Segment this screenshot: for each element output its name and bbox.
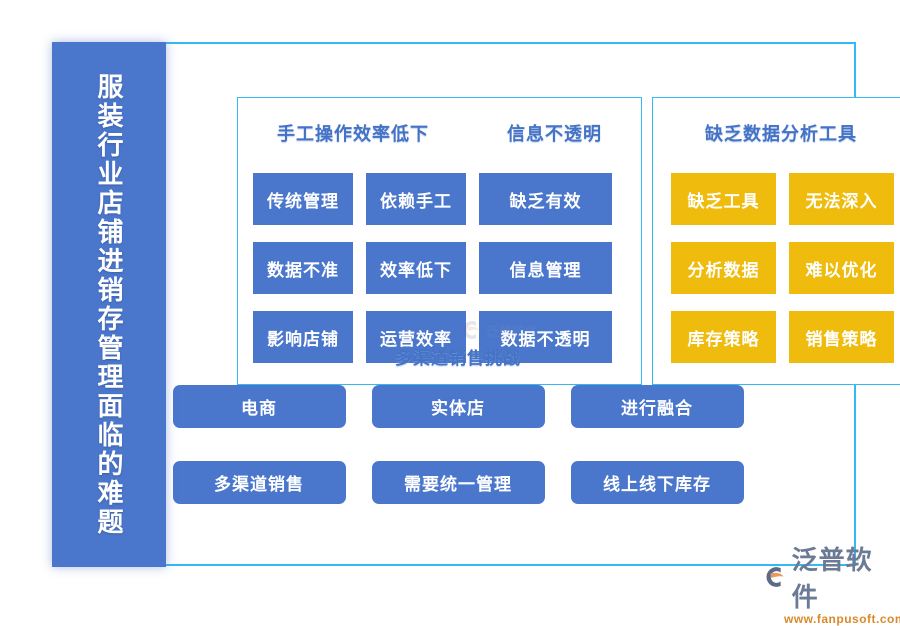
card-unified-management[interactable]: 需要统一管理 (371, 461, 545, 504)
card-affect-store[interactable]: 影响店铺 (253, 311, 353, 363)
bottom-card-grid: 电商 实体店 进行融合 多渠道销售 需要统一管理 线上线下库存 (62, 385, 854, 504)
card-rely-on-manual[interactable]: 依赖手工 (366, 173, 466, 225)
left-card-grid: 传统管理 依赖手工 缺乏有效 数据不准 效率低下 信息管理 影响店铺 运营效率 … (253, 173, 628, 363)
panel-right-heading-row: 缺乏数据分析工具 (653, 120, 900, 146)
card-physical-store[interactable]: 实体店 (371, 385, 545, 428)
card-ecommerce[interactable]: 电商 (172, 385, 346, 428)
panel-lack-analysis-tools: 缺乏数据分析工具 缺乏工具 无法深入 分析数据 难以优化 库存策略 销售策略 (652, 97, 900, 385)
right-card-grid: 缺乏工具 无法深入 分析数据 难以优化 库存策略 销售策略 (671, 173, 894, 363)
card-lack-tools[interactable]: 缺乏工具 (671, 173, 776, 225)
card-lack-effective[interactable]: 缺乏有效 (479, 173, 612, 225)
card-sales-strategy[interactable]: 销售策略 (789, 311, 894, 363)
card-traditional-management[interactable]: 传统管理 (253, 173, 353, 225)
panel-manual-and-transparency: 手工操作效率低下 信息不透明 传统管理 依赖手工 缺乏有效 数据不准 效率低下 … (237, 97, 642, 385)
card-inaccurate-data[interactable]: 数据不准 (253, 242, 353, 294)
card-online-offline-inventory[interactable]: 线上线下库存 (570, 461, 744, 504)
card-multichannel-sales[interactable]: 多渠道销售 (172, 461, 346, 504)
brand-url: www.fanpusoft.com (784, 612, 900, 626)
card-data-not-transparent[interactable]: 数据不透明 (479, 311, 612, 363)
bottom-section-multichannel: 多渠道销售挑战 电商 实体店 进行融合 多渠道销售 需要统一管理 线上线下库存 (62, 344, 854, 504)
vertical-title-banner: 服装行业店铺进销存管理面临的难题 (52, 42, 166, 567)
panel-left-heading-row: 手工操作效率低下 信息不透明 (238, 120, 641, 146)
card-operating-efficiency[interactable]: 运营效率 (366, 311, 466, 363)
card-hard-to-optimize[interactable]: 难以优化 (789, 242, 894, 294)
infographic-frame: 手工操作效率低下 信息不透明 传统管理 依赖手工 缺乏有效 数据不准 效率低下 … (60, 42, 900, 566)
card-information-management[interactable]: 信息管理 (479, 242, 612, 294)
heading-lack-analysis-tools: 缺乏数据分析工具 (705, 124, 857, 144)
heading-multichannel-sales-challenge: 多渠道销售挑战 (395, 349, 521, 368)
brand-name: 泛普软件 (791, 545, 873, 612)
card-inventory-strategy[interactable]: 库存策略 (671, 311, 776, 363)
brand-logo-row: 泛普软件 (758, 540, 898, 614)
brand-logo: 泛普软件 www.fanpusoft.com (758, 540, 900, 626)
card-low-efficiency[interactable]: 效率低下 (366, 242, 466, 294)
card-integration[interactable]: 进行融合 (570, 385, 744, 428)
bottom-heading-row: 多渠道销售挑战 (62, 344, 854, 369)
heading-info-opacity: 信息不透明 (507, 124, 602, 144)
banner-title: 服装行业店铺进销存管理面临的难题 (94, 72, 125, 537)
card-analyze-data[interactable]: 分析数据 (671, 242, 776, 294)
card-cannot-go-deep[interactable]: 无法深入 (789, 173, 894, 225)
fanpu-mark-icon (766, 567, 784, 587)
heading-manual-inefficiency: 手工操作效率低下 (277, 124, 429, 144)
